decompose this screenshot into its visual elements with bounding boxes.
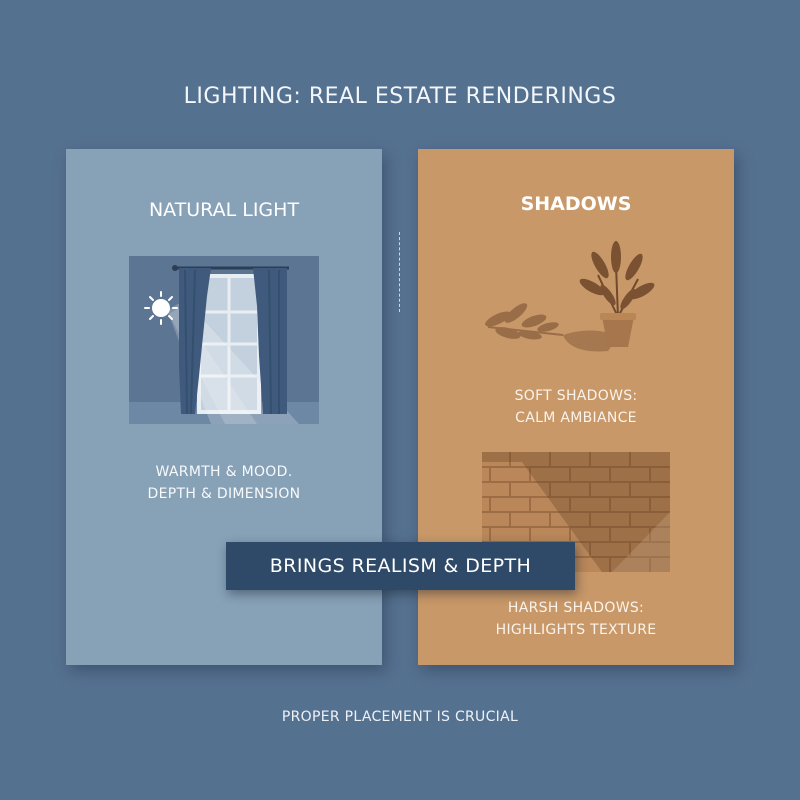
natural-light-caption: WARMTH & MOOD. DEPTH & DIMENSION [66,461,382,505]
footer-text: PROPER PLACEMENT IS CRUCIAL [281,709,519,725]
caption-line: CALM AMBIANCE [515,410,637,426]
banner-text: BRINGS REALISM & DEPTH [269,555,532,577]
potted-plant-icon [485,241,655,352]
natural-light-title: NATURAL LIGHT [148,199,300,221]
main-title: LIGHTING: REAL ESTATE RENDERINGS [183,84,617,109]
caption-line: HARSH SHADOWS: [507,600,645,616]
caption-line: DEPTH & DIMENSION [147,486,301,502]
harsh-shadows-caption: HARSH SHADOWS: HIGHLIGHTS TEXTURE [418,597,734,641]
natural-light-panel: NATURAL LIGHT [66,149,382,665]
soft-shadows-caption: SOFT SHADOWS: CALM AMBIANCE [418,385,734,429]
panel-divider [399,232,400,312]
caption-line: SOFT SHADOWS: [514,388,638,404]
sun-icon [144,291,178,325]
curtain-icon [179,268,287,415]
caption-line: WARMTH & MOOD. [155,464,293,480]
shadows-title: SHADOWS [520,193,632,215]
realism-banner: BRINGS REALISM & DEPTH [226,542,575,590]
window-icon [129,256,319,424]
caption-line: HIGHLIGHTS TEXTURE [495,622,657,638]
